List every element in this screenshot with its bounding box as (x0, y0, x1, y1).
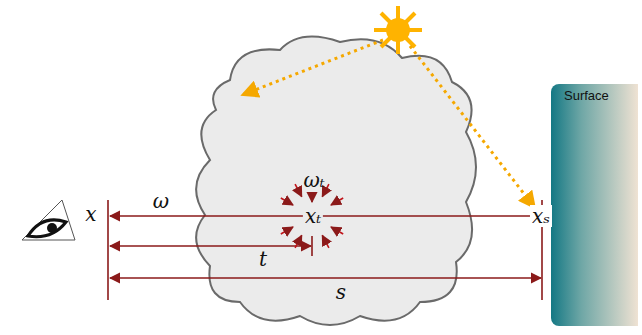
distance-label: t (257, 248, 269, 270)
sun-symbol (374, 6, 422, 54)
inscatter-arrow (322, 235, 329, 247)
inscatter-arrow (295, 235, 302, 247)
point-label: xₛ (530, 205, 552, 227)
direction-label: ω (151, 190, 171, 212)
distance-label: s (334, 281, 348, 303)
cloud-shape (196, 37, 476, 325)
light-ray (242, 40, 383, 95)
direction-label: ωₜ (301, 169, 326, 191)
light-ray (410, 46, 535, 208)
inscatter-arrow (295, 184, 302, 196)
surface-panel: Surface (551, 84, 638, 326)
inscatter-arrow (281, 227, 293, 234)
inscatter-arrows (281, 184, 343, 248)
inscatter-arrow (331, 198, 343, 205)
inscatter-arrow (331, 227, 343, 234)
ray-line (108, 192, 542, 300)
inscatter-arrow (281, 198, 293, 205)
surface-label: Surface (564, 88, 638, 103)
point-label: xₜ (303, 205, 323, 227)
eye-icon (22, 200, 75, 240)
point-label: x (83, 203, 98, 225)
